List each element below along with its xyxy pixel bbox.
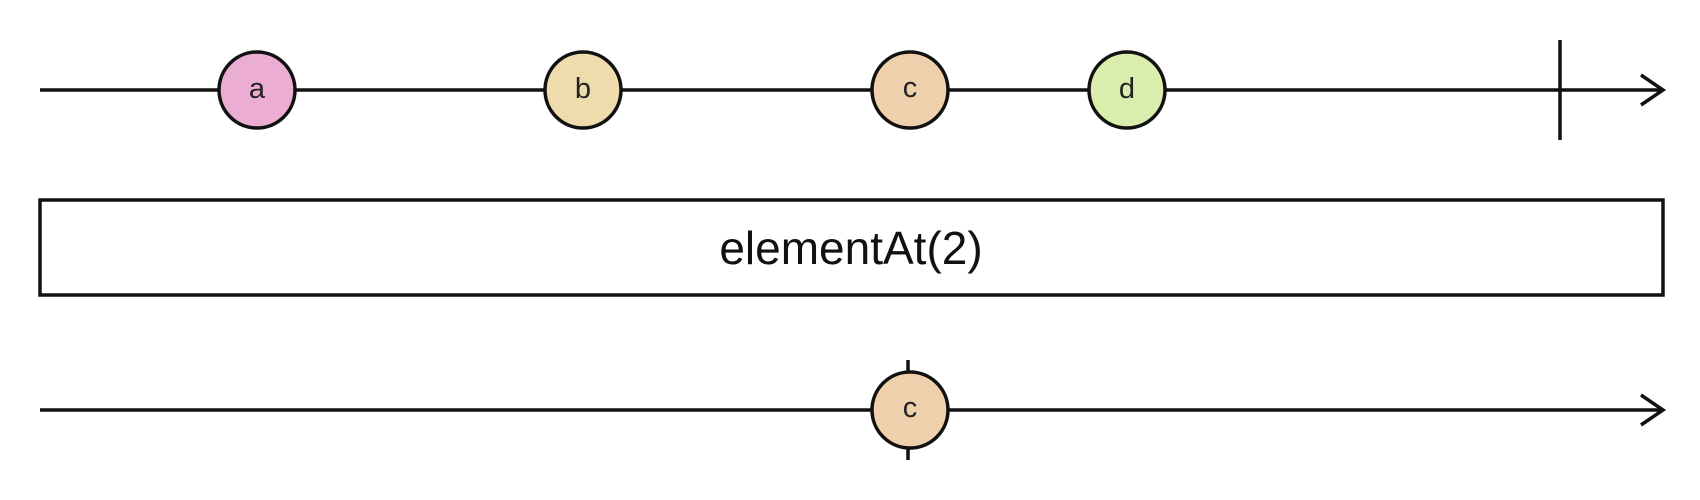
marble-label: d (1119, 73, 1135, 105)
operator-label: elementAt(2) (719, 222, 982, 274)
marble-circle (1087, 50, 1167, 130)
input-marble-d: d (1087, 50, 1167, 130)
marble-circle (217, 50, 297, 130)
output-marble-c: c (870, 370, 950, 450)
output-timeline: c (40, 360, 1667, 460)
operator-box: elementAt(2) (38, 198, 1665, 297)
marble-label: c (903, 72, 918, 104)
input-timeline-arrowhead (1640, 73, 1667, 107)
input-marble-b: b (543, 50, 623, 130)
input-marble-a: a (217, 50, 297, 130)
marble-label: c (903, 392, 918, 424)
input-marble-c: c (870, 50, 950, 130)
input-timeline: a b c d (40, 40, 1667, 140)
marble-circle (870, 50, 950, 130)
marble-circle (543, 50, 623, 130)
operator-box-frame (38, 198, 1665, 297)
marble-label: b (575, 73, 591, 105)
marble-label: a (249, 73, 266, 105)
output-timeline-arrowhead (1640, 393, 1667, 427)
marble-circle (870, 370, 950, 450)
